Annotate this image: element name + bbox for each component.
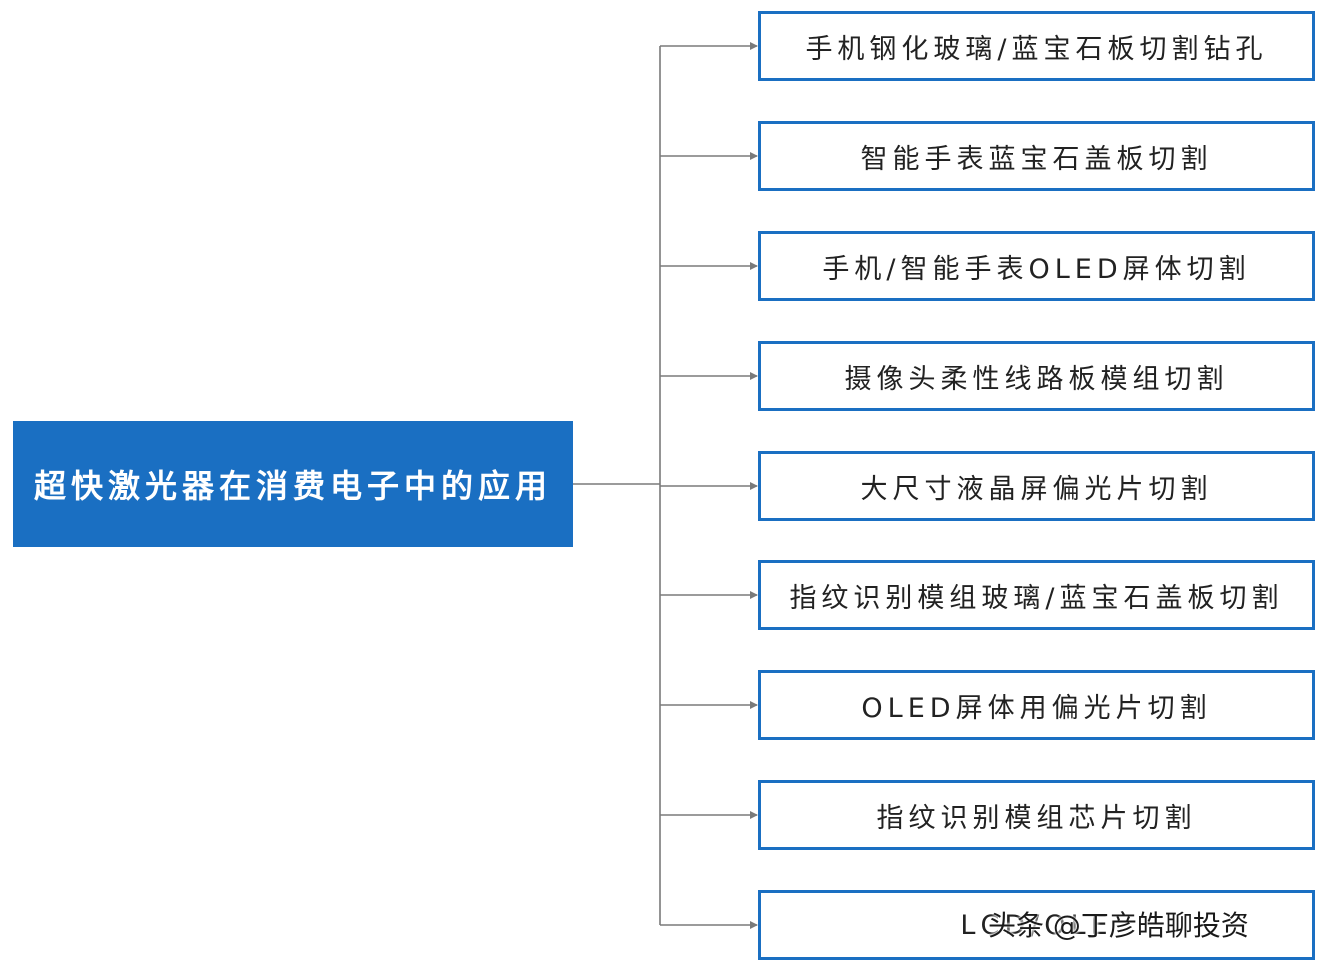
root-node-label: 超快激光器在消费电子中的应用 (33, 467, 552, 505)
leaf-node-2: 智能手表蓝宝石盖板切割 (758, 121, 1315, 191)
leaf-node-4: 摄像头柔性线路板模组切割 (758, 341, 1315, 411)
leaf-node-label: OLED屏体用偏光片切割 (861, 692, 1212, 724)
leaf-node-5: 大尺寸液晶屏偏光片切割 (758, 451, 1315, 521)
leaf-node-7: OLED屏体用偏光片切割 (758, 670, 1315, 740)
leaf-node-3: 手机/智能手表OLED屏体切割 (758, 231, 1315, 301)
leaf-node-label: 指纹识别模组玻璃/蓝宝石盖板切割 (789, 582, 1284, 614)
leaf-node-8: 指纹识别模组芯片切割 (758, 780, 1315, 850)
leaf-node-label: 手机钢化玻璃/蓝宝石板切割钻孔 (805, 33, 1268, 65)
root-node: 超快激光器在消费电子中的应用 (13, 421, 573, 547)
watermark: 头条 @丁彦皓聊投资 (988, 909, 1249, 942)
leaf-node-label: 手机/智能手表OLED屏体切割 (822, 253, 1251, 285)
leaf-node-label: 大尺寸液晶屏偏光片切割 (860, 473, 1213, 505)
leaf-node-1: 手机钢化玻璃/蓝宝石板切割钻孔 (758, 11, 1315, 81)
leaf-node-label: 摄像头柔性线路板模组切割 (844, 363, 1229, 395)
leaf-node-6: 指纹识别模组玻璃/蓝宝石盖板切割 (758, 560, 1315, 630)
leaf-node-9: LCD/OLE (758, 890, 1315, 960)
leaf-node-label: 指纹识别模组芯片切割 (876, 802, 1197, 834)
leaf-node-label: LCD/OLE (960, 909, 1113, 941)
leaf-node-label: 智能手表蓝宝石盖板切割 (860, 143, 1213, 175)
